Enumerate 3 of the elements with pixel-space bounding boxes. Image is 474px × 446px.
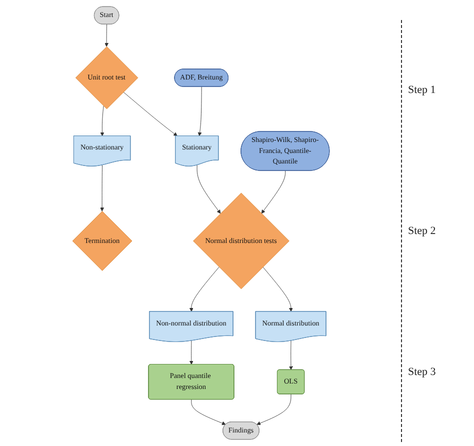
step-label: Step 3 [408, 366, 437, 378]
step-label: Step 2 [408, 224, 437, 237]
step-label: Step 1 [408, 84, 437, 96]
